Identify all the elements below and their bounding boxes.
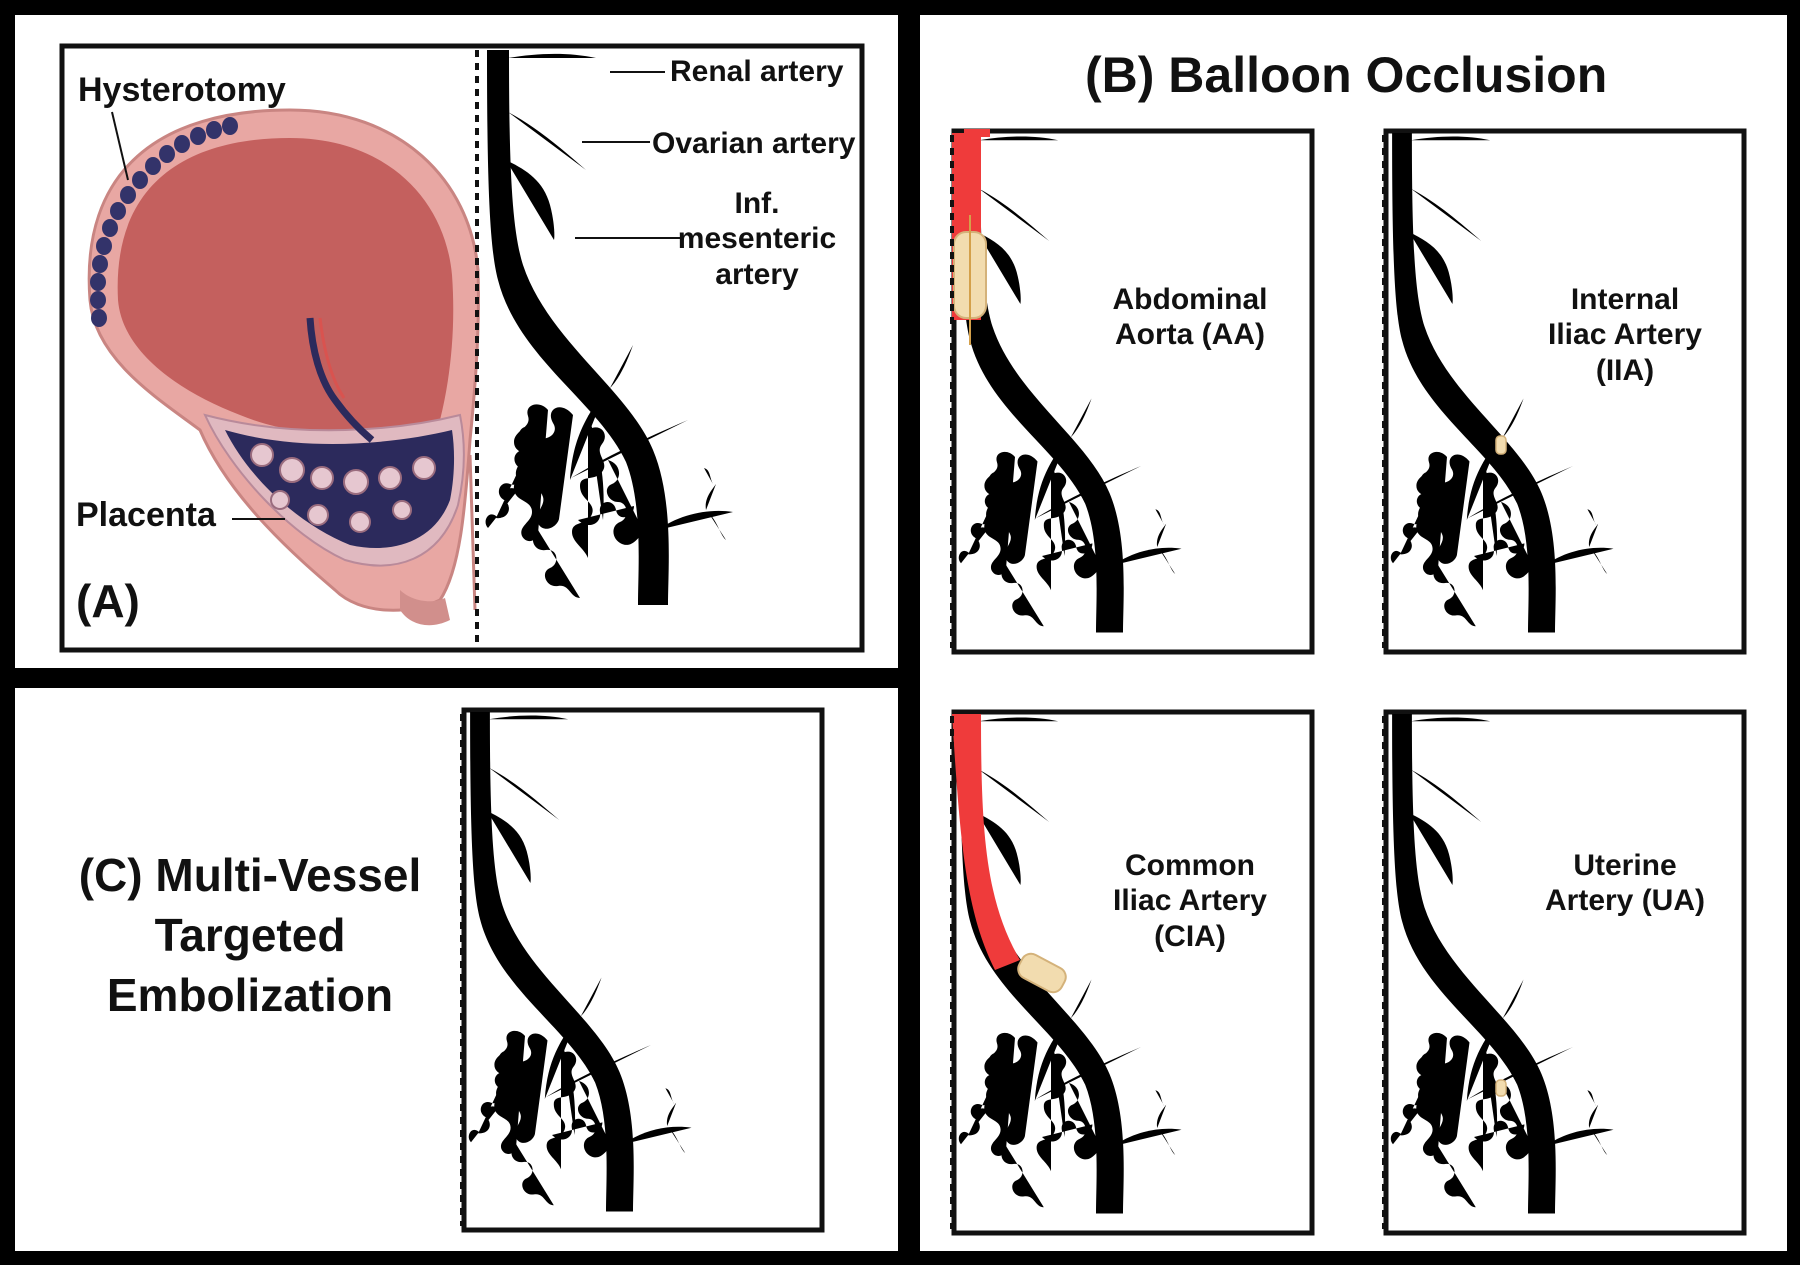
label-renal-artery: Renal artery [670, 55, 844, 88]
label-ovarian-artery: Ovarian artery [652, 127, 856, 160]
panel-b-title: (B) Balloon Occlusion [1085, 47, 1608, 103]
label-common-iliac-artery: Common Iliac Artery (CIA) [1113, 849, 1267, 953]
balloon-iia [1495, 435, 1507, 455]
balloon-ua [1495, 1079, 1507, 1097]
balloon-aa [953, 215, 987, 345]
label-internal-iliac-artery: Internal Iliac Artery (IIA) [1548, 283, 1702, 387]
leader-lines-a [111, 71, 680, 520]
label-abdominal-aorta: Abdominal Aorta (AA) [1112, 283, 1268, 352]
label-placenta: Placenta [76, 496, 216, 534]
uterus-illustration [87, 108, 480, 626]
label-uterine-artery: Uterine Artery (UA) [1544, 849, 1706, 918]
hysterotomy-sutures [90, 117, 238, 327]
balloon-cia [1017, 952, 1067, 994]
vascular-tree-cia [952, 714, 1182, 1214]
panel-c-title: (C) Multi-Vessel Targeted Embolization [78, 849, 422, 1021]
panel-a-tag: (A) [76, 575, 140, 627]
label-hysterotomy: Hysterotomy [78, 71, 286, 109]
label-inf-mesenteric-artery: Inf. mesenteric artery [677, 187, 837, 291]
